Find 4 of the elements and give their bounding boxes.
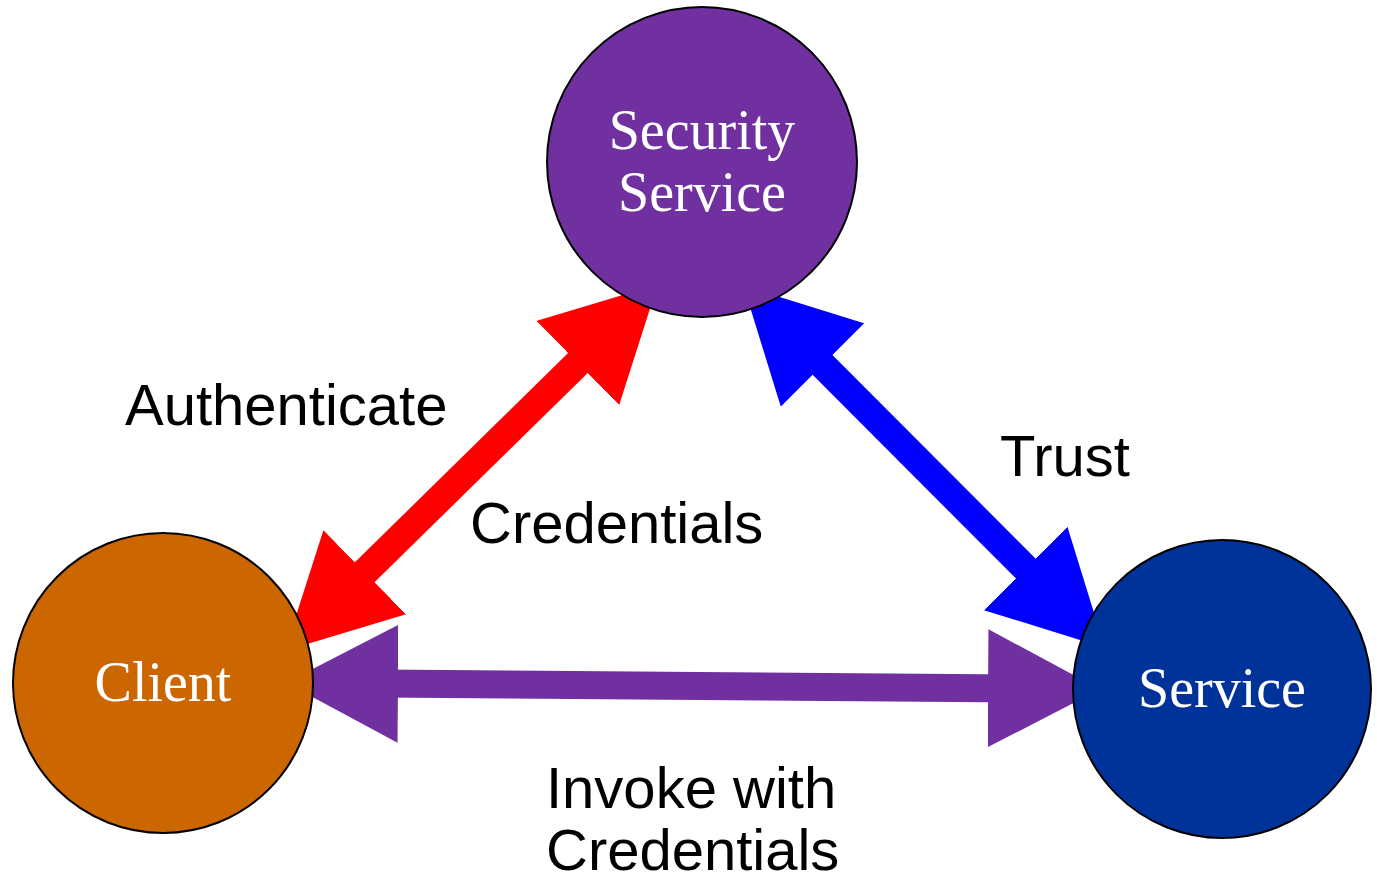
node-label: Service <box>1138 658 1306 720</box>
node-label: Security Service <box>607 100 797 224</box>
text-label: Credentials <box>470 492 764 555</box>
node-label: Client <box>94 652 232 714</box>
